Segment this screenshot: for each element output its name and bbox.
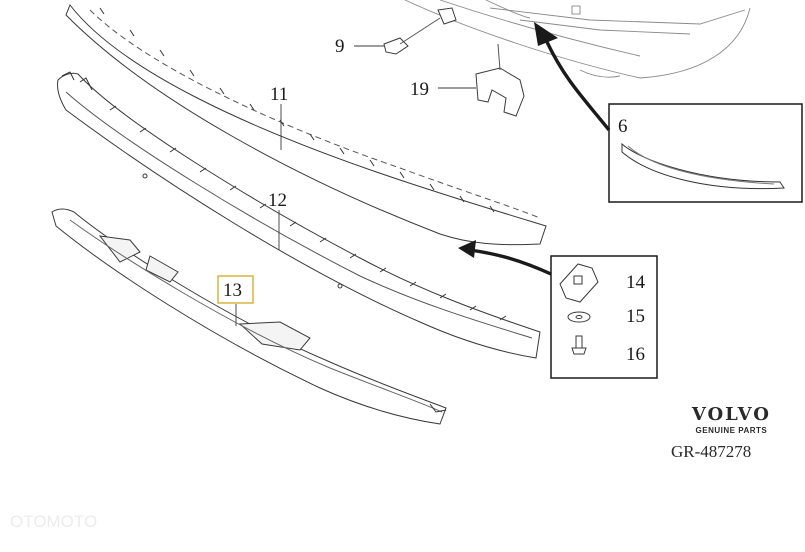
- callout-14: 14: [626, 272, 646, 293]
- car-body-outline: [404, 0, 751, 79]
- part-13-lower-bracket: [51, 208, 447, 425]
- part-15-washer: [567, 311, 591, 323]
- watermark: OTOMOTO: [10, 512, 98, 531]
- callout-13: 13: [223, 280, 242, 301]
- part-19-bracket: [475, 43, 525, 117]
- callout-9: 9: [335, 36, 345, 57]
- reference-number: GR-487278: [671, 442, 752, 461]
- callout-16: 16: [626, 344, 645, 365]
- callout-19: 19: [410, 79, 429, 100]
- callout-6: 6: [618, 116, 628, 137]
- part-11-upper-trim: [65, 4, 547, 246]
- callout-12: 12: [268, 190, 287, 211]
- part-12-middle-trim: [57, 71, 541, 359]
- callout-11: 11: [270, 84, 288, 105]
- detail-box-fasteners: [550, 255, 658, 379]
- brand-block: VOLVO GENUINE PARTS: [692, 404, 771, 435]
- arrows: [469, 41, 611, 276]
- brand-subtitle: GENUINE PARTS: [695, 426, 768, 435]
- part-16-screw: [571, 335, 587, 355]
- brand-name: VOLVO: [691, 404, 771, 425]
- part-9-clip: [383, 7, 457, 55]
- detail-box-part-6: [608, 103, 803, 203]
- callout-15: 15: [626, 306, 645, 327]
- callout-13-highlight: [217, 275, 254, 304]
